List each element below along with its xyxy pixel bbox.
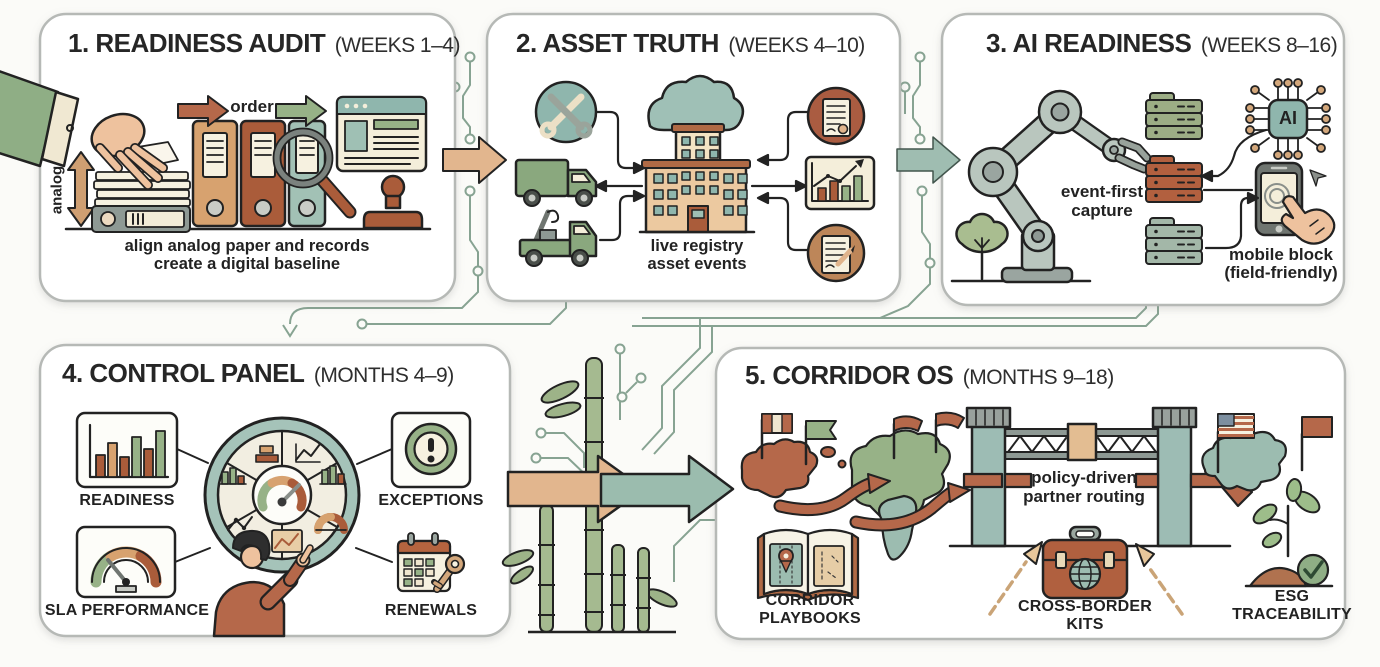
tree-icon: [955, 212, 1009, 281]
flag-green-icon: [804, 420, 837, 466]
robot-arm-icon: [967, 89, 1152, 284]
dashed-arrows-icon: [988, 541, 1184, 616]
panel-1-timeframe: (WEEKS 1–4): [334, 34, 461, 57]
panel-5-title: 5. CORRIDOR OS (MONTHS 9–18): [745, 360, 1114, 391]
analog-arrow-icon: [67, 151, 95, 227]
mobile-block-label-line1: mobile block: [1229, 245, 1333, 264]
person-icon: [212, 529, 314, 638]
panel-3-timeframe: (WEEKS 8–16): [1200, 34, 1338, 57]
circuit-traces: [282, 51, 1159, 582]
panel-5-timeframe: (MONTHS 9–18): [962, 366, 1115, 389]
panel-1-caption-line2: create a digital baseline: [153, 255, 341, 273]
flag-rust-icons: [892, 411, 965, 460]
certificate-icon: [806, 86, 866, 146]
panel-5-title-main: 5. CORRIDOR OS: [745, 360, 954, 390]
dashboard-dial-icon: [203, 416, 361, 574]
building-icon: [638, 123, 756, 234]
panel-5-illustration: [740, 406, 1334, 616]
server-stack-green-icon: [1145, 92, 1203, 140]
renewals-calendar-icon: [396, 532, 466, 593]
key-icon: [431, 553, 466, 593]
panel-2-title: 2. ASSET TRUTH (WEEKS 4–10): [516, 28, 865, 59]
bridge-icon: [948, 406, 1254, 548]
box-connector-lines: [174, 448, 393, 563]
arrow-phase1-to-phase2: [442, 136, 507, 184]
flag-rust-right-icon: [1300, 416, 1333, 472]
binder-icons: [191, 119, 327, 228]
pointing-hand-icon: [1280, 195, 1336, 245]
tools-icon: [534, 80, 598, 144]
panel-4-title: 4. CONTROL PANEL (MONTHS 4–9): [62, 358, 454, 389]
server-stack-rust-icon: [1145, 155, 1203, 203]
truck-icon: [514, 158, 598, 207]
analog-label: analog: [48, 165, 66, 215]
panel-2-caption-line2: asset events: [647, 255, 747, 273]
us-flag-icon: [1216, 413, 1255, 474]
exceptions-alert-icon: [390, 411, 472, 489]
hand-icon: [0, 70, 168, 190]
check-circle-icon: [1296, 553, 1330, 587]
readiness-chart-icon: [75, 411, 179, 489]
exceptions-label: EXCEPTIONS: [378, 492, 484, 509]
ai-chip-label: AI: [1279, 108, 1297, 128]
panel-2-flow-arrows: [594, 110, 810, 252]
routing-label-line1: policy-driven: [1031, 468, 1137, 487]
panel-1-title: 1. READINESS AUDIT (WEEKS 1–4): [68, 28, 460, 59]
arrow-into-phase5: [599, 454, 735, 524]
order-arrow-rust-icon: [177, 95, 229, 127]
sla-gauge-icon: [75, 525, 177, 599]
panel-4-illustration: [75, 411, 472, 638]
world-map-left-icon: [740, 429, 951, 561]
esg-traceability-label-line1: ESG: [1274, 588, 1310, 605]
sla-performance-label: SLA PERFORMANCE: [44, 602, 210, 619]
event-capture-label-line2: capture: [1071, 201, 1133, 220]
esg-plant-icon: [1244, 478, 1334, 588]
corridor-playbooks-label-line1: CORRIDOR: [765, 592, 855, 609]
cross-border-kits-label-line2: KITS: [1066, 616, 1104, 633]
browser-window-icon: [335, 95, 428, 173]
ai-chip-icon: [1245, 78, 1331, 160]
order-arrow-green-icon: [275, 95, 327, 127]
tow-truck-icon: [518, 209, 598, 267]
panel-3-illustration: [950, 78, 1336, 284]
corridor-arrows-icon: [773, 473, 971, 532]
stamp-icon: [362, 174, 424, 230]
panel-3-title-main: 3. AI READINESS: [986, 28, 1192, 58]
panel-2-timeframe: (WEEKS 4–10): [728, 34, 865, 57]
event-capture-label-line1: event-first: [1060, 182, 1144, 201]
panel-4-timeframe: (MONTHS 4–9): [313, 364, 454, 387]
magnifier-icon: [272, 127, 357, 219]
panel-3-flow-arrows: [1200, 128, 1268, 250]
panel-4-title-main: 4. CONTROL PANEL: [62, 358, 305, 388]
renewals-label: RENEWALS: [384, 602, 478, 619]
playbook-icon: [756, 528, 860, 602]
analytics-chart-icon: [804, 155, 876, 211]
order-label: order: [230, 97, 274, 116]
mobile-phone-icon: [1254, 161, 1336, 245]
panel-3-title: 3. AI READINESS (WEEKS 8–16): [986, 28, 1338, 59]
panel-2-title-main: 2. ASSET TRUTH: [516, 28, 719, 58]
corridor-playbooks-label-line2: PLAYBOOKS: [759, 610, 861, 627]
panel-1-illustration: [0, 70, 432, 233]
routing-label-line2: partner routing: [1023, 487, 1145, 506]
panel-2-illustration: [514, 74, 876, 283]
panel-2-caption-line1: live registry: [650, 237, 744, 255]
panel-1-title-main: 1. READINESS AUDIT: [68, 28, 326, 58]
mobile-block-label-line2: (field-friendly): [1224, 263, 1338, 282]
panel-1-caption-line1: align analog paper and records: [124, 237, 370, 255]
cross-border-kits-label-line1: CROSS-BORDER: [1018, 598, 1152, 615]
cursor-icon: [1309, 169, 1327, 187]
document-sign-icon: [806, 223, 866, 283]
arrow-phase2-to-phase3: [896, 136, 961, 184]
flag-striped-icon: [760, 413, 793, 460]
cross-border-kit-icon: [1041, 525, 1129, 600]
server-stack-sage-icon: [1145, 217, 1203, 265]
scanner-icon: [91, 205, 191, 233]
esg-traceability-label-line2: TRACEABILITY: [1232, 606, 1352, 623]
readiness-label: READINESS: [79, 492, 175, 509]
